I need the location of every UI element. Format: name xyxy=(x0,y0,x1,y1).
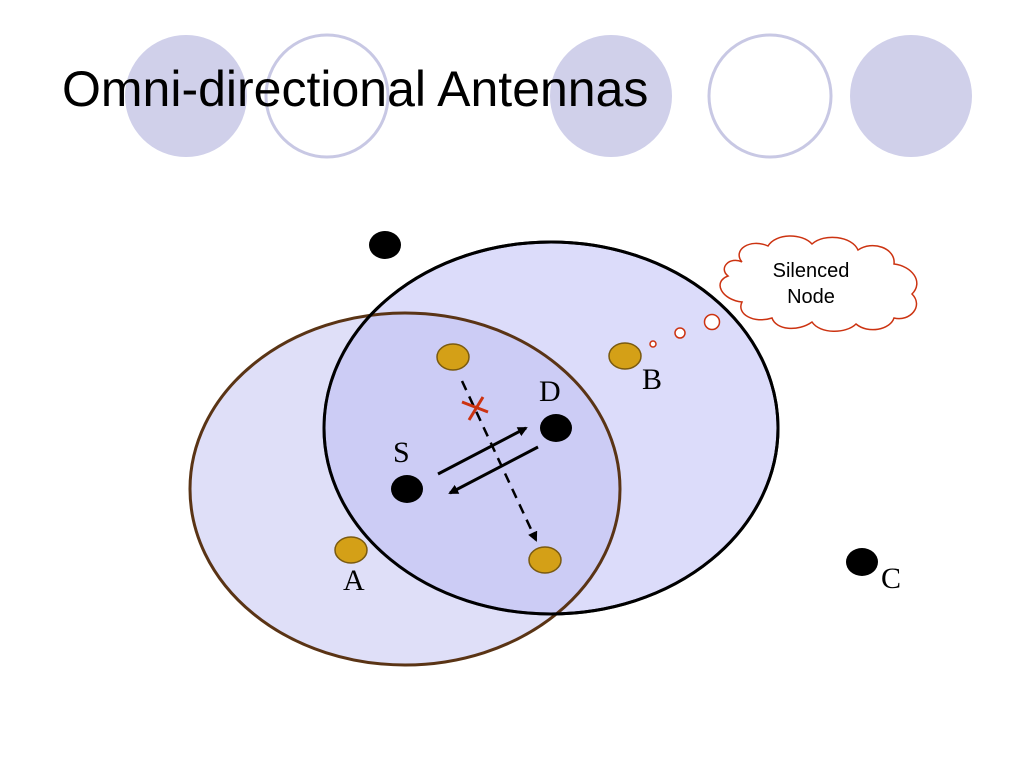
node-labels: S D A B C xyxy=(343,363,901,597)
label-d: D xyxy=(539,375,561,408)
transmission-ranges xyxy=(188,240,780,667)
blocked-transmission xyxy=(460,380,538,542)
label-s: S xyxy=(393,436,410,469)
arrow-d-to-s xyxy=(448,445,539,495)
deco-circle-outline xyxy=(264,33,390,159)
deco-circle-filled xyxy=(125,35,247,157)
silenced-node-callout: Silenced Node xyxy=(649,235,918,348)
callout-bubble xyxy=(649,340,657,348)
communication-arrows xyxy=(437,426,539,495)
label-a: A xyxy=(343,564,365,597)
label-b: B xyxy=(642,363,662,396)
callout-bubble xyxy=(674,327,686,339)
node-d xyxy=(540,414,572,442)
callout-text-line1: Silenced xyxy=(773,260,850,282)
range-d-outline-overlap xyxy=(322,240,780,616)
deco-circle-filled xyxy=(550,35,672,157)
node-b xyxy=(608,342,642,370)
callout-text-line2: Node xyxy=(787,286,835,308)
node-active xyxy=(369,231,401,259)
deco-circle-filled xyxy=(850,35,972,157)
arrow-s-to-d xyxy=(437,426,528,476)
deco-circle-outline xyxy=(707,33,833,159)
node-s xyxy=(391,475,423,503)
decorative-circles xyxy=(125,33,972,159)
slide-title: Omni-directional Antennas xyxy=(62,61,649,117)
node-a xyxy=(334,536,368,564)
callout-cloud xyxy=(719,235,918,332)
callout-bubble xyxy=(703,313,721,331)
blocked-mark-stroke xyxy=(461,400,489,414)
node-c xyxy=(846,548,878,576)
nodes xyxy=(334,231,878,576)
node-silenced xyxy=(436,343,470,371)
blocked-transmission-arrow xyxy=(460,380,538,542)
blocked-mark-stroke xyxy=(467,396,485,421)
node-silenced xyxy=(528,546,562,574)
label-c: C xyxy=(881,562,901,595)
